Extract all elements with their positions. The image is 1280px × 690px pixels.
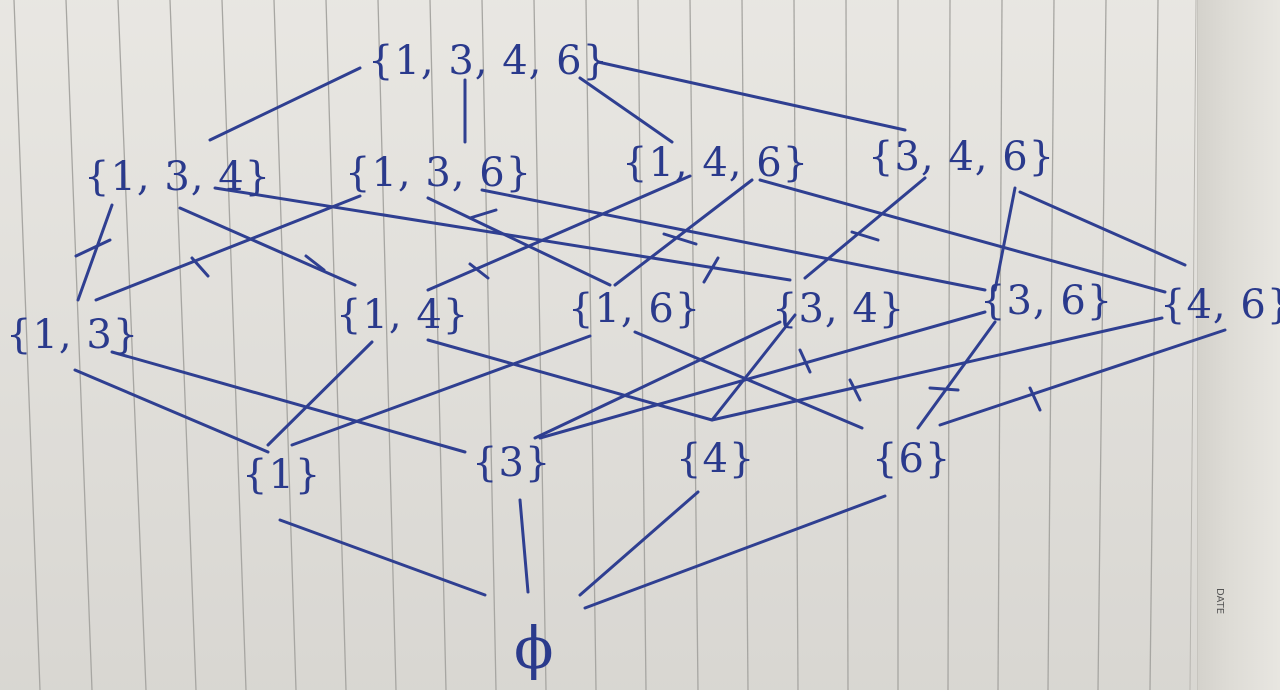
edge-6-empty <box>583 494 887 610</box>
edge-34-3 <box>533 320 782 440</box>
crossing-marks <box>74 208 1042 412</box>
edge-4-empty <box>578 490 700 597</box>
node-4: {4} <box>676 436 755 482</box>
edge-346-34 <box>803 176 927 280</box>
crossing-tick <box>928 386 960 392</box>
crossing-tick <box>1028 386 1042 412</box>
edge-136-13 <box>94 194 362 302</box>
lattice-edges <box>73 60 1227 610</box>
edge-146-46 <box>758 178 1167 294</box>
node-136: {1, 3, 6} <box>345 150 532 196</box>
node-empty-set: ϕ <box>514 614 555 682</box>
edge-1-empty <box>278 518 487 597</box>
node-6: {6} <box>872 436 951 482</box>
node-46: {4, 6} <box>1160 282 1280 328</box>
crossing-tick <box>798 348 812 374</box>
notebook-rules <box>13 0 1197 690</box>
edge-136-36 <box>480 188 987 292</box>
edge-13-1 <box>73 368 270 454</box>
edge-1346-146 <box>578 76 674 144</box>
edge-36-6 <box>916 320 997 430</box>
edge-3-empty <box>518 498 530 594</box>
edge-14-1 <box>266 340 374 447</box>
edge-134-14 <box>178 206 357 287</box>
crossing-tick <box>74 238 112 258</box>
edge-14-4 <box>426 338 714 422</box>
edge-13-3 <box>110 350 467 454</box>
edge-146-14 <box>426 174 692 292</box>
edge-16-1 <box>290 334 592 447</box>
edge-46-4 <box>710 316 1164 422</box>
node-134: {1, 3, 4} <box>84 154 271 200</box>
crossing-tick <box>850 230 880 242</box>
edge-1346-134 <box>208 66 362 142</box>
edge-346-46 <box>1018 190 1187 267</box>
node-16: {1, 6} <box>568 286 701 332</box>
crossing-tick <box>662 232 698 246</box>
edge-134-13 <box>76 203 114 302</box>
page-edge <box>1197 0 1280 690</box>
node-346: {3, 4, 6} <box>868 134 1055 180</box>
edge-136-16 <box>426 196 612 287</box>
crossing-tick <box>190 256 210 278</box>
node-146: {1, 4, 6} <box>622 140 809 186</box>
edge-146-16 <box>613 178 754 287</box>
edge-346-36 <box>993 186 1017 292</box>
node-1: {1} <box>242 452 321 498</box>
node-1346: {1, 3, 4, 6} <box>368 38 609 84</box>
date-label: DATE <box>1214 588 1225 614</box>
crossing-tick <box>702 256 720 284</box>
edge-36-3 <box>538 310 987 440</box>
crossing-tick <box>304 254 326 272</box>
node-34: {3, 4} <box>772 286 905 332</box>
crossing-tick <box>468 208 498 220</box>
node-14: {1, 4} <box>336 292 469 338</box>
crossing-tick <box>468 262 490 280</box>
node-3: {3} <box>472 440 551 486</box>
edge-46-6 <box>938 328 1227 427</box>
crossing-tick <box>848 378 862 402</box>
node-36: {3, 6} <box>980 278 1113 324</box>
node-13: {1, 3} <box>6 312 139 358</box>
edge-34-4 <box>710 313 797 422</box>
lattice-nodes: {1, 3, 4, 6} {1, 3, 4} {1, 3, 6} {1, 4, … <box>6 38 1280 682</box>
edge-1346-346 <box>596 60 907 132</box>
